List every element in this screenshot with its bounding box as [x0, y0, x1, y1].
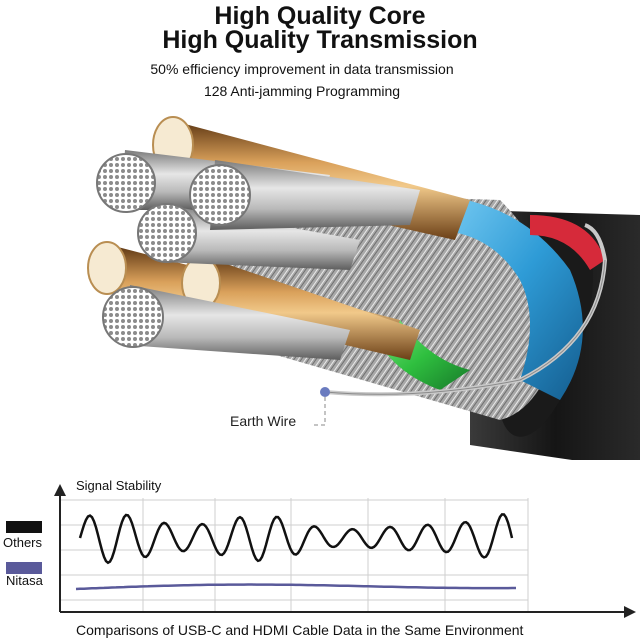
headline-line-1: High Quality Core	[214, 2, 426, 30]
subtitle-line-1: 50% efficiency improvement in data trans…	[150, 61, 454, 77]
legend-label-nitasa: Nitasa	[6, 573, 43, 588]
earth-wire-leader	[312, 397, 326, 426]
subtitle-line-2: 128 Anti-jamming Programming	[203, 83, 401, 99]
silver-conductors	[96, 150, 420, 360]
series-line-others	[78, 513, 514, 565]
chart-axes	[54, 484, 636, 618]
red-jacket	[530, 215, 605, 270]
legend-swatch-others	[6, 521, 42, 533]
earth-wire-label: Earth Wire	[230, 413, 297, 429]
legend-label-others: Others	[3, 535, 43, 550]
signal-chart	[54, 484, 636, 618]
cable-illustration	[87, 116, 640, 460]
earth-wire-marker	[320, 387, 330, 397]
legend-swatch-nitasa	[6, 562, 42, 574]
chart-title: Signal Stability	[76, 478, 162, 493]
blue-jacket	[430, 195, 583, 400]
headline-line-2: High Quality Transmission	[162, 26, 478, 54]
series-line-nitasa	[75, 583, 516, 591]
chart-caption: Comparisons of USB-C and HDMI Cable Data…	[76, 622, 524, 638]
